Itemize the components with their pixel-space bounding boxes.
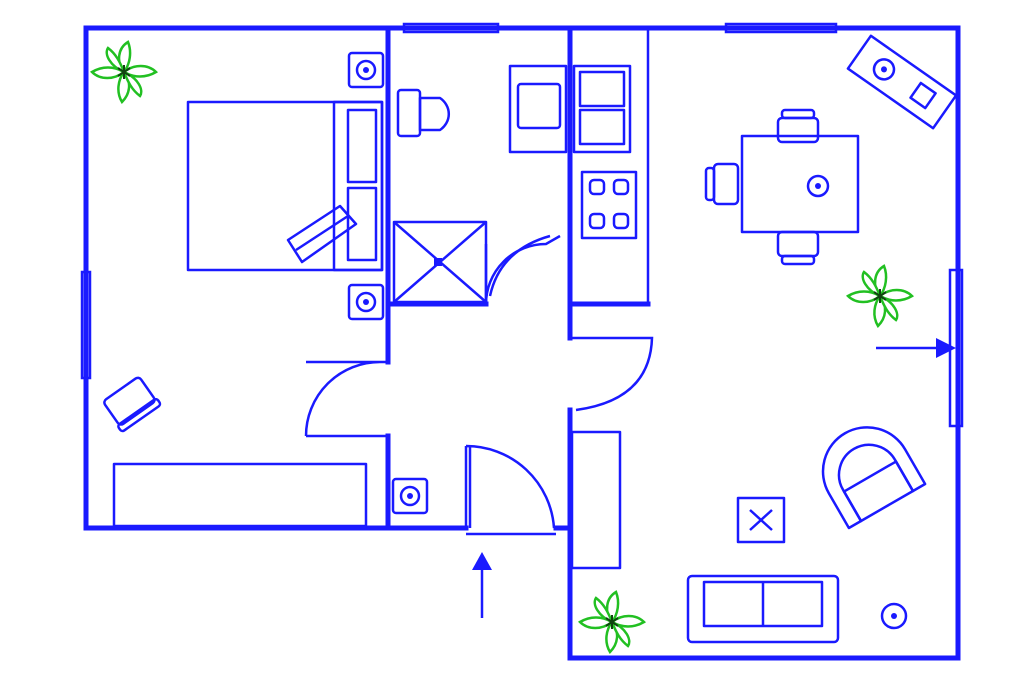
potted-plant-icon <box>90 40 158 104</box>
lamp-icon <box>806 174 830 198</box>
dining-chair <box>704 162 740 206</box>
entry-arrow-icon <box>472 552 492 618</box>
living-room <box>570 34 958 654</box>
bedroom <box>90 40 385 528</box>
potted-plant-icon <box>578 590 646 654</box>
lamp-icon <box>391 477 429 515</box>
lamp-icon <box>347 51 385 89</box>
armchair <box>821 426 927 530</box>
kitchen <box>572 28 650 304</box>
walls <box>80 22 964 661</box>
entry-arrow-icon <box>876 338 956 358</box>
tv-stand <box>846 34 958 130</box>
armchair <box>103 376 162 433</box>
potted-plant-icon <box>846 264 914 328</box>
dining-chair <box>776 230 820 266</box>
doors <box>304 234 654 529</box>
bathroom <box>392 64 568 304</box>
lamp-icon <box>880 602 908 630</box>
lamp-icon <box>347 283 385 321</box>
